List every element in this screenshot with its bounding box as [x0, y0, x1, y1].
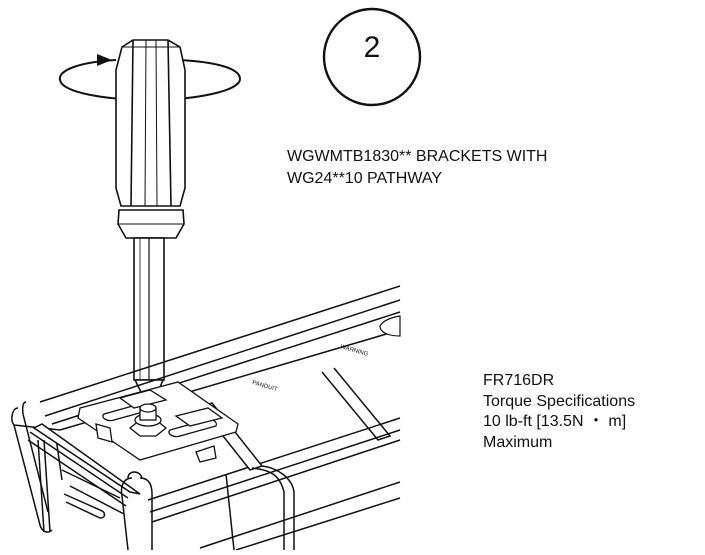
tray-label-left: PANDUIT: [251, 380, 278, 393]
brackets-callout: WGWMTB1830** BRACKETS WITH WG24**10 PATH…: [287, 146, 547, 190]
torque-callout: FR716DR Torque Specifications 10 lb-ft […: [483, 371, 635, 453]
cable-tray: [11, 285, 401, 551]
screwdriver-icon: [115, 39, 186, 393]
torque-limit: Maximum: [483, 433, 553, 451]
bracket-assembly: [77, 381, 239, 463]
brackets-callout-line1: WGWMTB1830** BRACKETS WITH: [287, 148, 548, 165]
torque-value: 10 lb-ft [13.5N ・ m]: [483, 413, 627, 430]
step-number: 2: [363, 31, 381, 64]
product-model: FR716DR: [483, 372, 555, 389]
pathway-cover: [379, 315, 401, 337]
tray-label-right: WARNING: [339, 344, 369, 358]
brackets-callout-line2: WG24**10 PATHWAY: [287, 170, 442, 187]
torque-title: Torque Specifications: [483, 392, 636, 410]
step-circle: [322, 7, 422, 107]
